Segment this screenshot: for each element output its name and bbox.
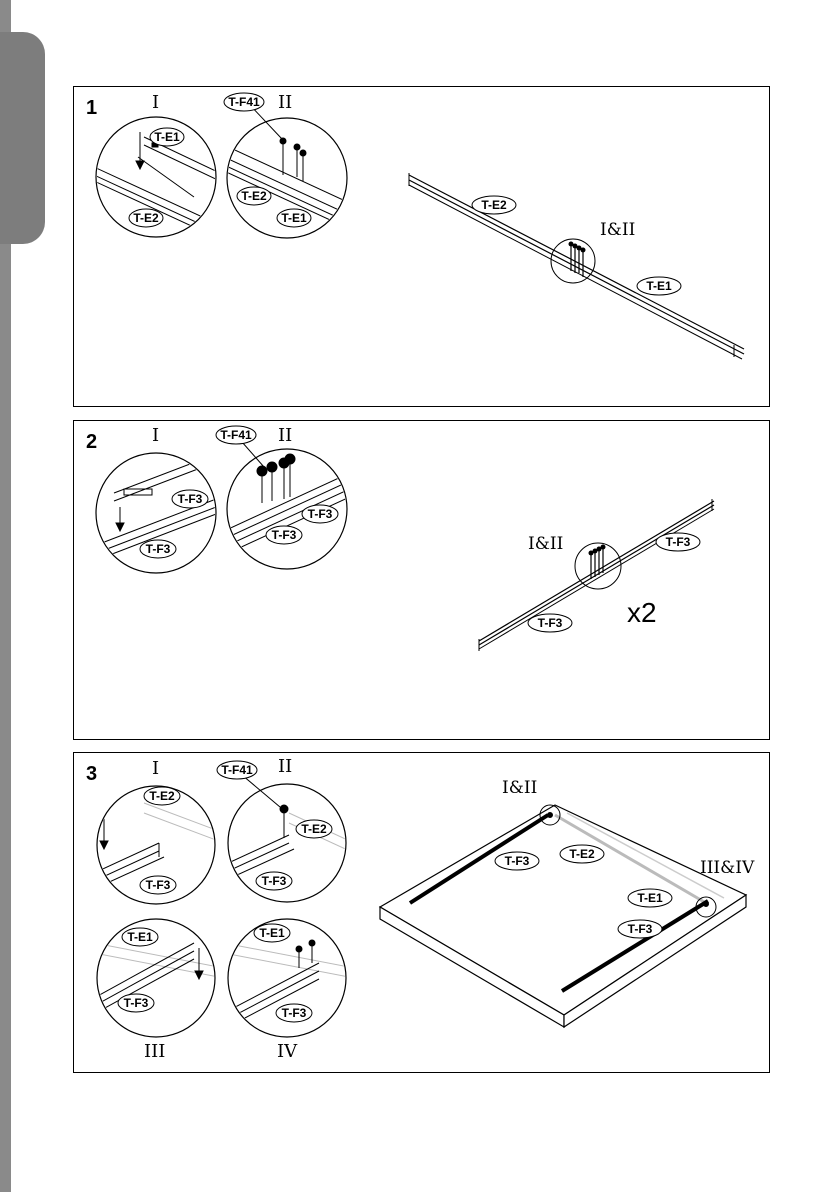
part-label: T-F3 [146, 542, 171, 556]
main-rail-drawing [409, 173, 744, 359]
part-label: T-E1 [281, 211, 307, 225]
part-label: T-F3 [272, 528, 297, 542]
detail-circle-iv: T-E1 T-F3 [224, 919, 354, 1037]
part-label: T-E2 [481, 198, 507, 212]
detail-circle-ii: T-F41 T-E2 T-F3 [217, 761, 354, 902]
part-label: T-E2 [133, 211, 159, 225]
step-3-illustration: T-E2 T-F3 T-F41 T-E2 T-F3 [74, 753, 771, 1074]
part-label: T-E1 [127, 930, 153, 944]
quantity-multiplier: x2 [627, 597, 657, 629]
part-label: T-E1 [154, 130, 180, 144]
detail-circle-i: T-E1 T-E2 [94, 117, 224, 241]
detail-circle-ii: T-F41 T-F3 T-F3 [216, 426, 354, 569]
part-label: T-E2 [301, 822, 327, 836]
step-2-panel: 2 I II T-F3 T-F3 [73, 420, 770, 740]
callout-label: I&II [502, 778, 537, 798]
step-3-panel: 3 I II III IV T-E2 T-F3 [73, 752, 770, 1073]
detail-circle-ii: T-F41 T-E2 T-E1 [224, 93, 354, 238]
part-label: T-F3 [262, 874, 287, 888]
part-label: T-F3 [666, 535, 691, 549]
step-2-illustration: T-F3 T-F3 T-F41 [74, 421, 771, 741]
part-label: T-E2 [149, 789, 175, 803]
part-label: T-F3 [505, 854, 530, 868]
main-board-drawing [380, 805, 746, 1027]
detail-circle-i: T-E2 T-F3 [94, 786, 224, 904]
screw-label: T-F41 [228, 95, 260, 109]
section-tab [0, 32, 45, 244]
part-label: T-F3 [178, 492, 203, 506]
part-label: T-E1 [637, 891, 663, 905]
part-label: T-E2 [241, 189, 267, 203]
callout-label: I&II [528, 534, 563, 554]
callout-label: III&IV [700, 858, 755, 878]
part-label: T-F3 [146, 878, 171, 892]
callout-label: I&II [600, 220, 635, 240]
screw-label: T-F41 [221, 763, 253, 777]
part-label: T-E1 [646, 279, 672, 293]
detail-circle-i: T-F3 T-F3 [94, 451, 224, 573]
part-label: T-E2 [569, 847, 595, 861]
detail-circle-iii: T-E1 T-F3 [94, 919, 224, 1037]
part-label: T-F3 [538, 616, 563, 630]
part-label: T-F3 [282, 1006, 307, 1020]
main-rail-drawing [479, 499, 714, 651]
screw-label: T-F41 [220, 428, 252, 442]
step-1-illustration: T-E1 T-E2 T-F41 T-E2 [74, 87, 771, 408]
part-label: T-F3 [124, 996, 149, 1010]
step-1-panel: 1 I II T-E1 T-E2 [73, 86, 770, 407]
part-label: T-E1 [259, 926, 285, 940]
part-label: T-F3 [628, 922, 653, 936]
part-label: T-F3 [308, 507, 333, 521]
